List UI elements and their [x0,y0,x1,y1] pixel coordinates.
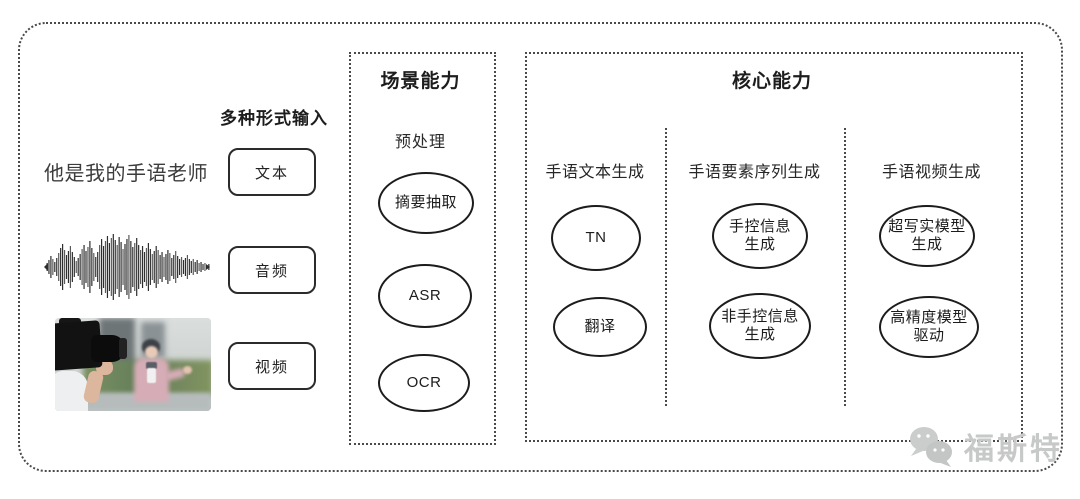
core-capability-title: 核心能力 [731,71,812,92]
preprocess-label: 预处理 [394,134,446,151]
camera-lens-icon [119,338,127,359]
node-non-manual-info-generation: 非手控信息 生成 [709,293,811,359]
video-thumbnail [55,318,211,411]
node-manual-info-generation: 手控信息 生成 [712,203,808,269]
node-hyperreal-model-generation: 超写实模型 生成 [879,205,975,267]
text-sample: 他是我的手语老师 [44,163,208,185]
column-separator [844,128,846,406]
column-header-video-generation: 手语视频生成 [881,164,981,181]
thumb-reporter-hand [183,366,192,374]
watermark-text: 福斯特 [964,433,1063,466]
input-tag-video: 视频 [228,342,316,390]
scene-capability-box [349,52,496,445]
input-tag-audio: 音频 [228,246,316,294]
input-tag-text: 文本 [228,148,316,196]
node-ocr: OCR [378,354,470,412]
node-high-precision-model-driving: 高精度模型 驱动 [879,296,979,358]
column-header-text-generation: 手语文本生成 [545,164,645,181]
input-section-title: 多种形式输入 [220,109,328,128]
node-asr: ASR [378,264,472,328]
scene-capability-title: 场景能力 [380,71,461,92]
node-translation: 翻译 [553,297,647,357]
column-header-element-sequence-generation: 手语要素序列生成 [688,164,821,181]
node-summary-extraction: 摘要抽取 [378,172,474,234]
core-capability-box [525,52,1023,442]
thumb-microphone [147,368,156,383]
thumb-reporter-face [145,346,158,358]
outer-dotted-frame [18,22,1063,472]
column-separator [665,128,667,406]
thumb-mic-flag [146,362,157,369]
thumb-photographer-shoulder [55,371,88,411]
wechat-icon [910,427,952,467]
watermark: 福斯特 [908,424,1063,468]
node-tn: TN [551,205,641,271]
audio-waveform-icon [44,234,210,300]
